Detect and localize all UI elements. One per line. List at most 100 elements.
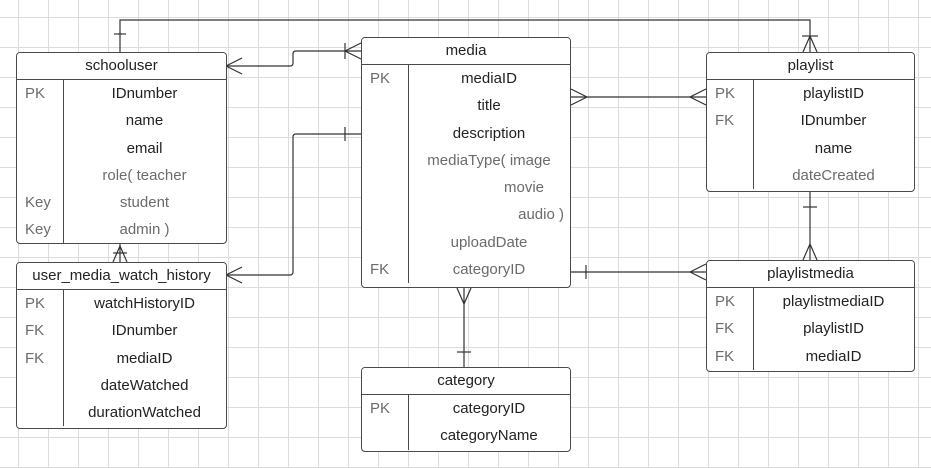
attribute-row: Key student <box>17 189 226 216</box>
attribute-row: FK IDnumber <box>17 317 226 344</box>
attribute-row: name <box>17 107 226 134</box>
key-label <box>707 162 753 189</box>
attribute-name: dateCreated <box>792 166 875 184</box>
attribute-name: playlistID <box>803 320 864 338</box>
rel-schooluser-media <box>224 42 362 75</box>
entity-title: user_media_watch_history <box>17 263 226 290</box>
attribute-row: FK categoryID <box>362 256 570 283</box>
entity-attributes: PK playlistID FK IDnumber name dateCreated <box>707 80 914 190</box>
attribute-row: dateCreated <box>707 162 914 189</box>
key-label: PK <box>25 295 46 312</box>
entity-attributes: PK watchHistoryID FK IDnumber FK mediaID da… <box>17 290 226 427</box>
entity-attributes: PK categoryID categoryName <box>362 395 570 450</box>
entity-user-media-watch-history[interactable]: user_media_watch_history PK watchHistoryI… <box>16 262 227 429</box>
key-label: Key <box>25 194 51 212</box>
key-label: PK <box>370 400 391 417</box>
attribute-name: categoryID <box>452 261 526 279</box>
rel-media-playlistmedia <box>571 263 707 281</box>
attribute-name: mediaID <box>116 349 173 367</box>
key-label: PK <box>25 85 46 102</box>
entity-playlist[interactable]: playlist PK playlistID FK IDnumber name da… <box>706 52 915 192</box>
entity-title: playlistmedia <box>707 261 914 288</box>
attribute-row: movie <box>362 174 570 201</box>
entity-schooluser[interactable]: schooluser PK IDnumber name email role( t… <box>16 52 227 244</box>
attribute-row: dateWatched <box>17 372 226 399</box>
attribute-row: role( teacher <box>17 162 226 189</box>
key-label: FK <box>715 112 735 130</box>
attribute-row: mediaType( image <box>362 147 570 174</box>
rel-media-category <box>456 287 472 367</box>
attribute-name: IDnumber <box>800 112 867 130</box>
rel-schooluser-watch-history <box>112 244 128 263</box>
attribute-name: dateWatched <box>100 376 189 394</box>
key-label <box>362 147 408 174</box>
attribute-row: PK playlistID <box>707 80 914 107</box>
attribute-name: role( teacher <box>102 166 187 184</box>
entity-attributes: PK mediaID title description mediaType( i… <box>362 65 570 284</box>
entity-title: playlist <box>707 53 914 80</box>
attribute-name: email <box>126 139 163 157</box>
attribute-row: description <box>362 120 570 147</box>
attribute-name: uploadDate <box>450 233 528 251</box>
attribute-row: FK playlistID <box>707 315 914 342</box>
rel-media-playlist <box>570 88 707 106</box>
key-label <box>362 174 408 201</box>
attribute-name: student <box>119 194 170 212</box>
attribute-name: mediaID <box>461 70 517 87</box>
attribute-row: durationWatched <box>17 399 226 426</box>
key-label <box>17 135 63 162</box>
attribute-row: name <box>707 135 914 162</box>
key-label: FK <box>25 349 45 367</box>
key-label: FK <box>370 261 390 279</box>
attribute-name: movie <box>503 179 544 197</box>
key-label <box>362 201 408 228</box>
attribute-name: name <box>814 139 853 157</box>
key-label <box>362 422 408 449</box>
attribute-row: PK mediaID <box>362 65 570 92</box>
attribute-name: playlistID <box>803 85 864 102</box>
attribute-name: audio ) <box>518 206 564 224</box>
key-label: PK <box>370 70 391 87</box>
attribute-name: watchHistoryID <box>94 295 195 312</box>
key-label: PK <box>715 85 736 102</box>
attribute-row: audio ) <box>362 201 570 228</box>
key-label <box>17 107 63 134</box>
attribute-name: description <box>452 124 526 142</box>
attribute-name: IDnumber <box>111 85 178 102</box>
key-label <box>17 372 63 399</box>
attribute-name: playlistmediaID <box>782 293 885 310</box>
key-label: FK <box>715 320 735 338</box>
key-label: FK <box>25 322 45 340</box>
attribute-row: PK IDnumber <box>17 80 226 107</box>
key-label <box>707 135 753 162</box>
key-label <box>362 229 408 256</box>
attribute-name: mediaID <box>805 347 862 365</box>
key-label <box>362 120 408 147</box>
attribute-row: categoryName <box>362 422 570 449</box>
attribute-name: categoryID <box>452 400 526 417</box>
attribute-row: FK mediaID <box>17 345 226 372</box>
key-label <box>17 399 63 426</box>
attribute-row: title <box>362 92 570 119</box>
rel-media-watch-history <box>224 127 361 284</box>
attribute-name: admin ) <box>119 221 170 239</box>
attribute-name: IDnumber <box>111 322 178 340</box>
entity-title: media <box>362 38 570 65</box>
attribute-row: PK watchHistoryID <box>17 290 226 317</box>
rel-playlist-playlistmedia <box>802 192 818 261</box>
entity-title: schooluser <box>17 53 226 80</box>
entity-category[interactable]: category PK categoryID categoryName <box>361 367 571 452</box>
key-label <box>17 162 63 189</box>
attribute-name: durationWatched <box>88 404 201 422</box>
attribute-row: PK categoryID <box>362 395 570 422</box>
attribute-name: title <box>477 97 501 115</box>
attribute-name: name <box>125 112 164 130</box>
entity-title: category <box>362 368 570 395</box>
entity-attributes: PK IDnumber name email role( teacher Key s… <box>17 80 226 243</box>
entity-media[interactable]: media PK mediaID title description mediaT… <box>361 37 571 288</box>
attribute-name: mediaType( image <box>427 151 551 169</box>
